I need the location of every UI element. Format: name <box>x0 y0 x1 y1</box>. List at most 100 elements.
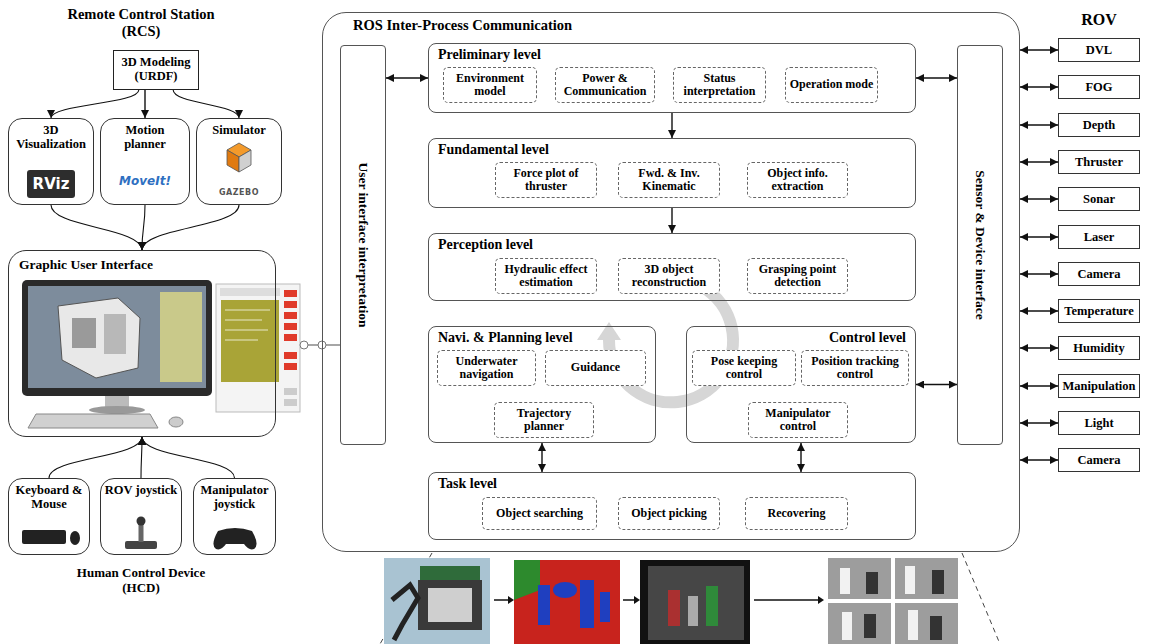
node-label: Light <box>1084 416 1113 431</box>
pipeline-strip-part <box>866 572 878 594</box>
device-box: Manipulator joystick <box>193 478 276 555</box>
panel-heading: ROS Inter-Process Communication <box>353 17 1019 34</box>
sensor-box: Temperature <box>1058 299 1140 323</box>
connector <box>1020 86 1058 87</box>
node-label: Motion planner <box>104 124 186 152</box>
gui-screenshot-part <box>225 320 262 321</box>
monitor-picture-part <box>22 280 212 396</box>
connector <box>142 437 235 478</box>
pipeline-strip-part <box>932 570 944 594</box>
pipeline-strip-part <box>514 560 620 644</box>
keyboard-icon-part <box>22 530 66 544</box>
pipeline-strip-part <box>895 558 958 599</box>
panel-heading: Navi. & Planning level <box>438 330 646 346</box>
gui-screenshot-part <box>284 388 297 395</box>
connector <box>1020 49 1058 50</box>
sensor-box: Depth <box>1058 113 1140 137</box>
gui-screenshot-part <box>284 312 297 319</box>
gazebo-icon-part <box>239 150 251 172</box>
logo-text: RViz <box>27 170 76 199</box>
logo-text: MoveIt! <box>119 175 171 188</box>
connector <box>1020 459 1058 460</box>
node-label: Camera <box>1077 267 1120 282</box>
panel-heading: Task level <box>438 476 906 492</box>
node-label: Thruster <box>1075 155 1123 170</box>
gamepad-icon <box>213 528 256 549</box>
sensor-box: Humidity <box>1058 336 1140 360</box>
gui-screenshot-part <box>284 301 297 308</box>
keyboard-icon <box>22 530 80 545</box>
level-panel: Task levelObject searching Object picking… <box>428 472 916 540</box>
connector <box>1020 385 1058 386</box>
gui-screenshot-part <box>284 334 297 341</box>
node-label: Object searching <box>496 507 583 520</box>
tool-box: Motion plannerMoveIt! <box>100 118 190 205</box>
module-box: Recovering <box>745 497 848 530</box>
sensor-box: Light <box>1058 411 1140 435</box>
gamepad-icon-part <box>213 528 256 549</box>
monitor-picture-part <box>28 414 158 428</box>
gui-screenshot <box>216 284 326 412</box>
connector <box>1020 422 1058 423</box>
keyboard-icon-part <box>70 531 80 545</box>
joystick-icon <box>125 517 157 550</box>
pipeline-strip <box>380 553 1000 644</box>
node-label: ROV joystick <box>105 484 177 498</box>
node-label: Trajectory planner <box>498 407 590 434</box>
module-box: Position tracking control <box>801 350 909 386</box>
tool-box: SimulatorGAZEBO <box>196 118 282 205</box>
module-box: Grasping point detection <box>747 258 848 294</box>
node-label: DVL <box>1086 43 1112 58</box>
gui-screenshot-part <box>221 300 279 382</box>
connector <box>386 77 428 78</box>
module-box: Operation mode <box>785 67 878 103</box>
module-box: Object picking <box>618 497 720 530</box>
connector <box>541 443 542 472</box>
pipeline-strip-part <box>508 596 514 604</box>
interface-bar: User interface interpretation <box>340 45 386 445</box>
gui-screenshot-part <box>284 323 297 330</box>
pipeline-strip-part <box>864 614 876 638</box>
pipeline-strip-part <box>706 586 718 626</box>
connector <box>144 90 145 118</box>
gui-screenshot-part <box>300 341 308 349</box>
connector <box>1020 161 1058 162</box>
region-label: Human Control Device (HCD) <box>60 566 222 596</box>
module-box: Manipulator control <box>748 402 848 438</box>
module-box: Power & Communication <box>555 67 655 103</box>
node-label: Camera <box>1077 453 1120 468</box>
pipeline-strip-part <box>905 566 915 594</box>
sensor-box: Manipulation <box>1058 374 1140 398</box>
node-label: Sensor & Device interface <box>972 170 988 319</box>
node-label: Force plot of thruster <box>499 167 593 194</box>
module-box: Underwater navigation <box>437 350 536 386</box>
connector <box>1020 347 1058 348</box>
monitor-picture-part <box>160 292 202 382</box>
gui-screenshot-part <box>220 288 280 296</box>
device-box: ROV joystick <box>100 478 182 555</box>
node-label: Keyboard & Mouse <box>12 484 86 512</box>
module-box: Object info. extraction <box>747 162 848 198</box>
module-box: 3D object reconstruction <box>618 258 720 294</box>
pipeline-strip-part <box>840 568 850 594</box>
connector <box>173 90 239 118</box>
node-label: Guidance <box>571 361 620 374</box>
node-label: Depth <box>1083 118 1116 133</box>
sensor-box: Laser <box>1058 225 1140 249</box>
connector <box>51 90 139 118</box>
monitor-picture-part <box>58 298 140 378</box>
module-box: Pose keeping control <box>692 350 796 386</box>
connector <box>916 384 957 385</box>
module-box: Trajectory planner <box>494 402 594 438</box>
connector <box>800 443 801 472</box>
gui-screenshot-part <box>216 284 300 412</box>
pipeline-strip-part <box>842 612 852 640</box>
gui-screenshot-part <box>284 363 297 370</box>
level-panel: Fundamental levelForce plot of thrusterF… <box>428 138 916 208</box>
monitor-picture-part <box>104 314 126 354</box>
pipeline-strip-part <box>600 592 610 622</box>
connector <box>51 205 142 250</box>
level-panel: Navi. & Planning levelUnderwater navigat… <box>428 326 656 443</box>
node-label: Grasping point detection <box>751 263 844 290</box>
pipeline-strip-part <box>754 599 818 601</box>
